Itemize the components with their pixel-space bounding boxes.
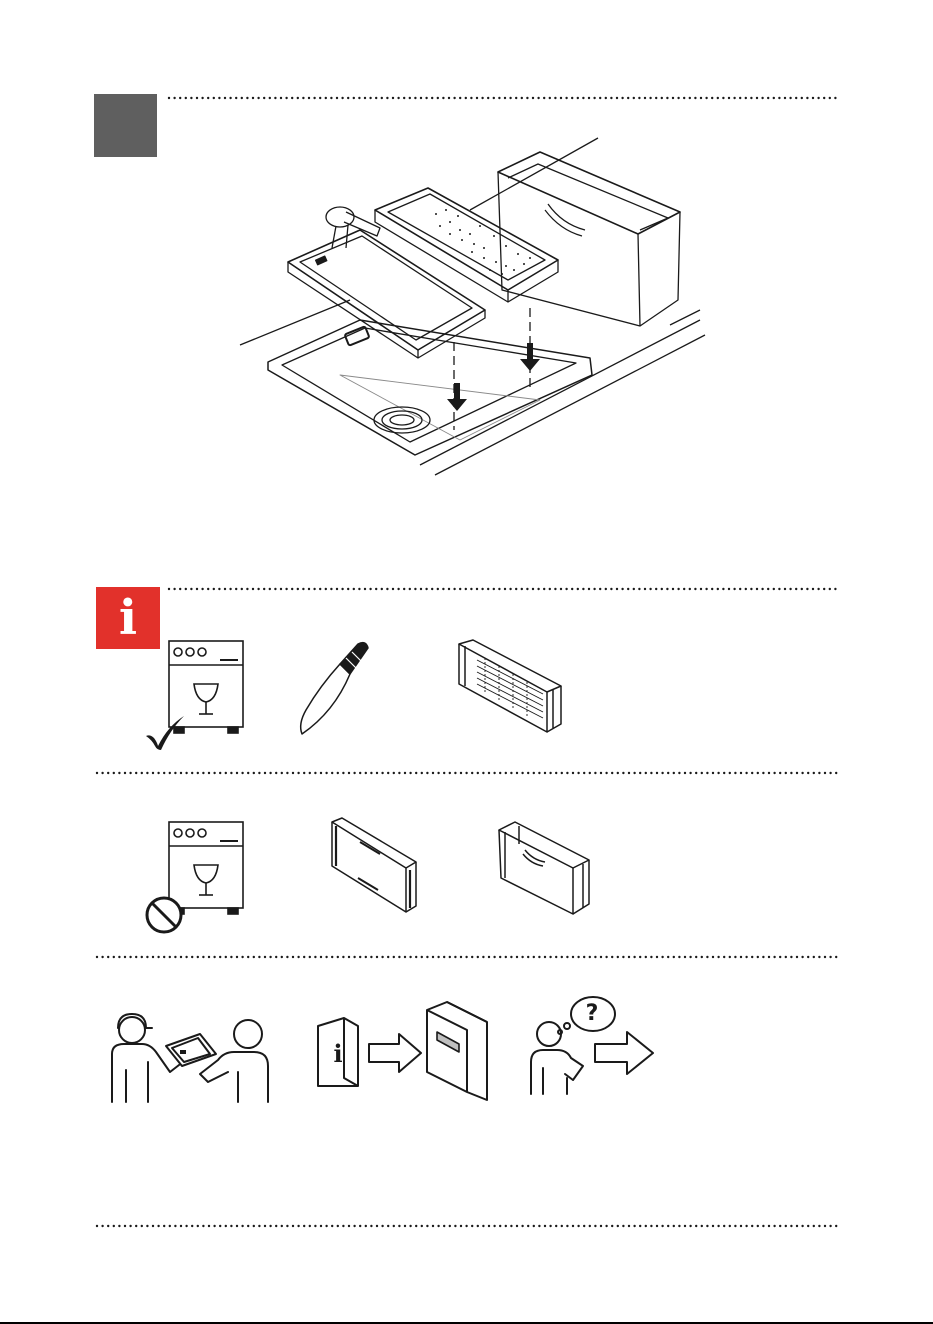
sink-with-accessories-icon (240, 130, 710, 480)
info-badge: i (96, 587, 160, 649)
dotted-separator-2 (168, 587, 840, 591)
booklet-icon (423, 1000, 489, 1102)
dotted-separator-5 (96, 1224, 840, 1228)
prohibited-icon (144, 895, 184, 935)
info-glyph: i (96, 587, 160, 649)
knife-icon (298, 640, 370, 736)
installer-with-customer-icon (108, 1010, 273, 1106)
checkmark-icon (144, 714, 186, 752)
down-arrow-icon (519, 343, 541, 371)
dotted-separator-3 (96, 771, 840, 775)
down-arrow-icon (446, 383, 468, 411)
dotted-separator-1 (168, 96, 840, 100)
question-glyph: ? (568, 996, 616, 1032)
right-arrow-icon (593, 1030, 655, 1076)
colander-icon (455, 640, 565, 736)
cutting-board-icon (328, 818, 418, 916)
storage-box-icon (497, 820, 591, 916)
right-arrow-icon (367, 1032, 423, 1074)
manual-glyph: i (318, 1024, 358, 1084)
step-number-box (94, 94, 157, 157)
dotted-separator-4 (96, 955, 840, 959)
